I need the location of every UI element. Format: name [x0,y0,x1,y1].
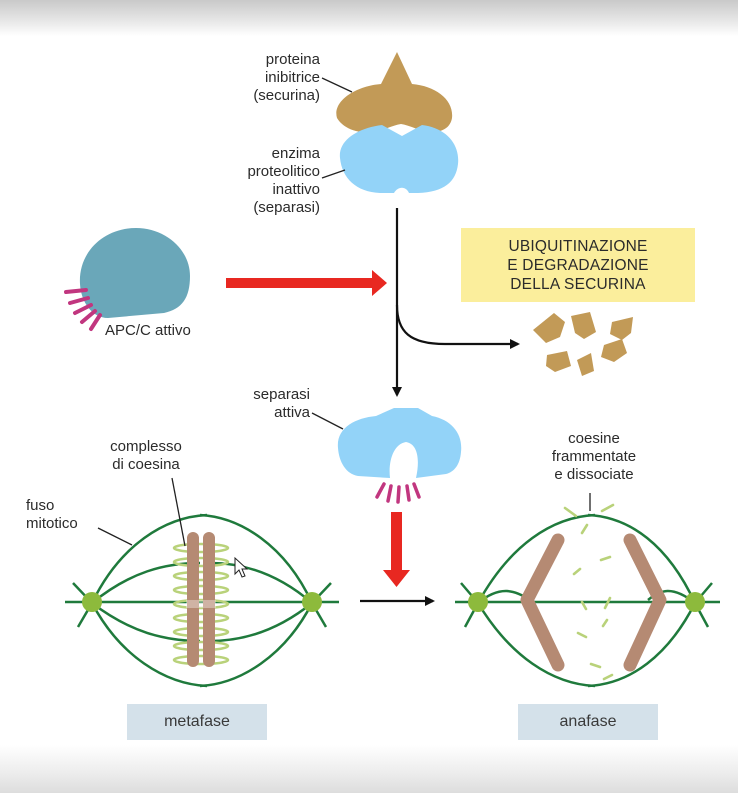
label-securin-line1: proteina [265,51,320,68]
leader-separase [321,169,346,179]
anaphase-centrosome-right [685,592,705,612]
top-shade [0,0,738,36]
label-spindle-line1: fuso [26,497,55,514]
red-arrow-horizontal [226,270,387,296]
metaphase-centromere [186,600,216,608]
label-securin-line2: inibitrice [264,69,320,86]
label-securin: proteina inibitrice (securina) [214,51,320,105]
anaphase-chromosome-left [520,533,565,672]
label-separase-line2: proteolitico [247,163,320,180]
label-cohesin-line2: di coesina [112,456,180,473]
separase-inactive-shape [339,125,459,193]
label-fragmented-line2: frammentate [551,448,637,465]
label-separase-active: separasi attiva [220,386,310,422]
leader-cohesin-complex [171,477,186,547]
anaphase-spindle [455,513,720,688]
label-spindle: fuso mitotico [26,497,78,533]
bottom-shade [0,745,738,793]
label-spindle-line2: mitotico [26,515,78,532]
metaphase-centrosome-right [302,592,322,612]
label-cohesins-fragmented: coesine frammentate e dissociate [534,430,654,484]
separase-active-spikes [375,482,421,504]
separase-active-shape [337,408,462,478]
label-metaphase: metafase [127,704,267,740]
label-securin-line3: (securina) [253,87,320,104]
ubiquitination-line2: E DEGRADAZIONE [507,256,649,274]
anaphase-centrosome-left [468,592,488,612]
label-separase-line1: enzima [271,145,320,162]
mouse-cursor-icon [234,556,249,578]
ubiquitination-line3: DELLA SECURINA [510,275,646,293]
cohesin-fragments [563,503,615,681]
label-separase-active-line1: separasi [253,386,310,403]
securin-fragments [533,312,633,376]
anaphase-chromosome-right [623,533,667,672]
apc-spikes [64,288,102,331]
label-anaphase: anafase [518,704,658,740]
label-separase-line3: inattivo [272,181,320,198]
label-apc: APC/C attivo [105,322,191,339]
apc-shape [79,228,190,318]
red-arrow-down [383,512,410,587]
leader-securin [321,77,353,93]
label-cohesin-complex: complesso di coesina [88,438,204,474]
label-separase-line4: (separasi) [253,199,320,216]
metaphase-chromatid-left [187,532,199,667]
label-cohesin-line1: complesso [110,438,182,455]
ubiquitination-box: UBIQUITINAZIONE E DEGRADAZIONE DELLA SEC… [461,228,695,302]
label-separase-inactive: enzima proteolitico inattivo (separasi) [196,145,320,217]
metaphase-chromatid-right [203,532,215,667]
metaphase-cohesins [172,542,230,666]
label-fragmented-line1: coesine [568,430,620,447]
degradation-branch-arrow [395,304,520,349]
metaphase-spindle [65,513,339,688]
ubiquitination-line1: UBIQUITINAZIONE [508,237,648,255]
label-fragmented-line3: e dissociate [554,466,634,483]
label-separase-active-line2: attiva [274,404,310,421]
metaphase-centrosome-left [82,592,102,612]
ubiquitination-text: UBIQUITINAZIONE E DEGRADAZIONE DELLA SEC… [507,237,648,294]
securin-shape [336,52,453,133]
leader-separase-active [311,412,344,430]
leader-spindle [97,527,133,546]
